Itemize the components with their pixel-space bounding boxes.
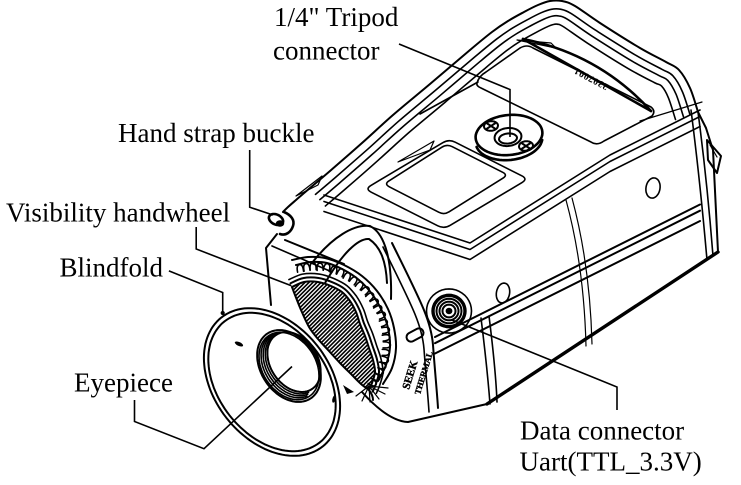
svg-text:connector: connector [273,36,379,66]
svg-text:Uart(TTL_3.3V): Uart(TTL_3.3V) [520,446,702,476]
svg-text:Hand strap buckle: Hand strap buckle [118,118,314,148]
svg-text:Data connector: Data connector [520,415,684,445]
svg-text:Blindfold: Blindfold [60,252,164,282]
svg-text:Eyepiece: Eyepiece [74,367,173,397]
svg-text:Visibility handwheel: Visibility handwheel [6,197,230,227]
svg-text:1/4" Tripod: 1/4" Tripod [274,2,399,32]
